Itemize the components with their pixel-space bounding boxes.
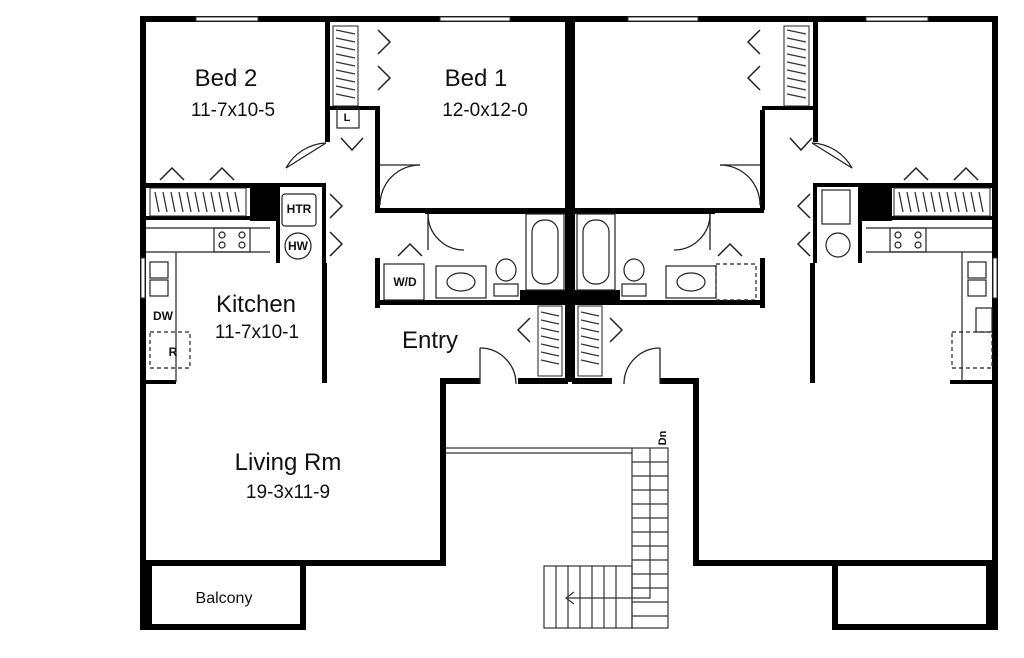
refrigerator-label: R (168, 345, 178, 359)
closets (149, 25, 991, 377)
living-size: 19-3x11-9 (245, 482, 331, 503)
bed1-size: 12-0x12-0 (442, 100, 528, 121)
bed1-name: Bed 1 (444, 65, 508, 92)
bed2-name: Bed 2 (194, 65, 258, 92)
utility (281, 107, 360, 260)
interior-walls-right (572, 22, 993, 630)
bath-fixtures (383, 213, 757, 301)
kitchen-size: 11-7x10-1 (214, 322, 300, 343)
washer-dryer-label: W/D (393, 275, 417, 289)
balcony-name: Balcony (195, 590, 253, 607)
stairs (446, 447, 669, 629)
heater-label: HTR (286, 202, 312, 216)
swing-doors (285, 142, 853, 385)
windows (140, 16, 998, 299)
closet-hatch (154, 29, 984, 365)
water-heater-label: HW (288, 239, 308, 253)
exterior-walls (140, 16, 998, 630)
bifold-doors (159, 29, 979, 343)
linen-label: L (343, 112, 351, 124)
bed2-size: 11-7x10-5 (190, 100, 276, 121)
kitchen-name: Kitchen (215, 291, 297, 318)
entry-name: Entry (401, 327, 458, 354)
living-name: Living Rm (234, 449, 342, 476)
dishwasher-label: DW (153, 309, 173, 323)
stair-down-label: Dn (657, 430, 669, 446)
kitchen-counters (146, 189, 993, 382)
